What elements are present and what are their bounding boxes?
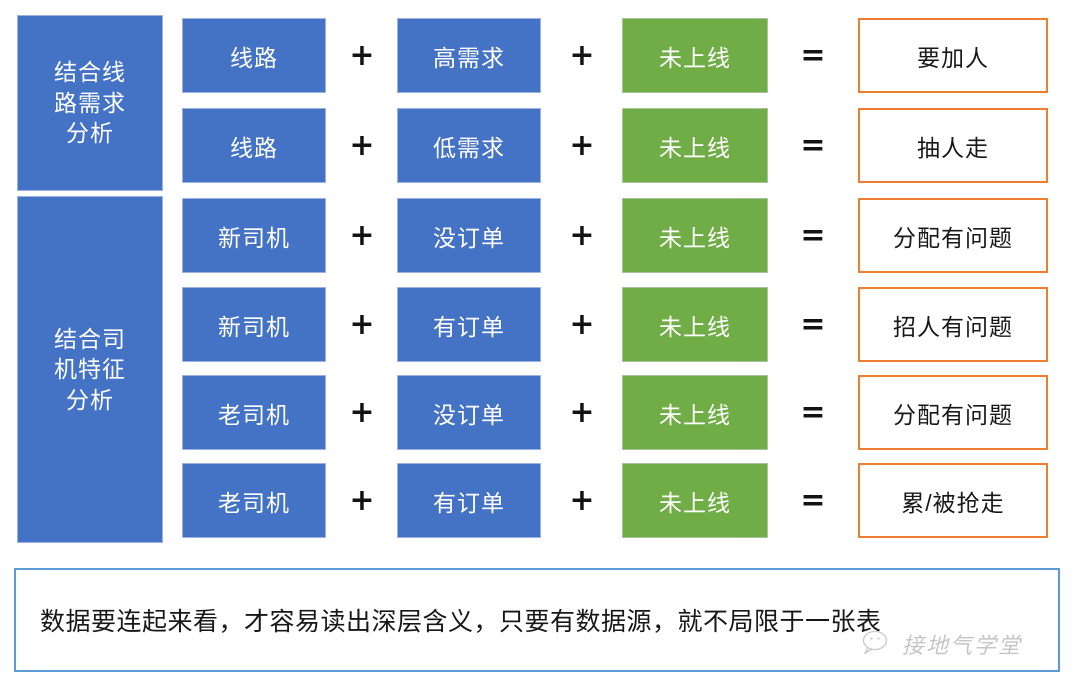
condition-a-box: 新司机 — [182, 198, 326, 273]
condition-c-box: 未上线 — [622, 108, 768, 183]
condition-a-box: 老司机 — [182, 375, 326, 450]
result-box: 招人有问题 — [858, 287, 1048, 362]
condition-b-box: 低需求 — [397, 108, 541, 183]
plus-operator: + — [349, 218, 375, 253]
group-label-driver-feature: 结合司 机特征 分析 — [17, 196, 163, 543]
group-label-route-demand: 结合线 路需求 分析 — [17, 15, 163, 191]
result-box: 要加人 — [858, 18, 1048, 93]
plus-operator: + — [569, 395, 595, 430]
result-box: 抽人走 — [858, 108, 1048, 183]
equals-operator: = — [800, 38, 826, 73]
condition-a-box: 线路 — [182, 18, 326, 93]
condition-c-box: 未上线 — [622, 375, 768, 450]
equals-operator: = — [800, 218, 826, 253]
plus-operator: + — [569, 38, 595, 73]
condition-b-box: 没订单 — [397, 198, 541, 273]
formula-row: 线路 + 高需求 + 未上线 = 要加人 — [0, 18, 1075, 93]
plus-operator: + — [569, 307, 595, 342]
plus-operator: + — [349, 128, 375, 163]
formula-row: 新司机 + 有订单 + 未上线 = 招人有问题 — [0, 287, 1075, 362]
condition-a-box: 新司机 — [182, 287, 326, 362]
result-box: 累/被抢走 — [858, 463, 1048, 538]
plus-operator: + — [349, 395, 375, 430]
condition-c-box: 未上线 — [622, 18, 768, 93]
equals-operator: = — [800, 307, 826, 342]
condition-b-box: 没订单 — [397, 375, 541, 450]
equals-operator: = — [800, 128, 826, 163]
result-box: 分配有问题 — [858, 375, 1048, 450]
equals-operator: = — [800, 395, 826, 430]
plus-operator: + — [569, 483, 595, 518]
plus-operator: + — [569, 128, 595, 163]
condition-c-box: 未上线 — [622, 287, 768, 362]
plus-operator: + — [349, 483, 375, 518]
plus-operator: + — [349, 38, 375, 73]
result-box: 分配有问题 — [858, 198, 1048, 273]
summary-note-text: 数据要连起来看，才容易读出深层含义，只要有数据源，就不局限于一张表 — [40, 608, 882, 636]
condition-a-box: 线路 — [182, 108, 326, 183]
condition-b-box: 有订单 — [397, 287, 541, 362]
summary-note-banner: 数据要连起来看，才容易读出深层含义，只要有数据源，就不局限于一张表 — [14, 568, 1060, 672]
formula-row: 线路 + 低需求 + 未上线 = 抽人走 — [0, 108, 1075, 183]
condition-b-box: 有订单 — [397, 463, 541, 538]
condition-c-box: 未上线 — [622, 198, 768, 273]
formula-row: 老司机 + 没订单 + 未上线 = 分配有问题 — [0, 375, 1075, 450]
condition-a-box: 老司机 — [182, 463, 326, 538]
formula-row: 新司机 + 没订单 + 未上线 = 分配有问题 — [0, 198, 1075, 273]
plus-operator: + — [569, 218, 595, 253]
formula-row: 老司机 + 有订单 + 未上线 = 累/被抢走 — [0, 463, 1075, 538]
equals-operator: = — [800, 483, 826, 518]
plus-operator: + — [349, 307, 375, 342]
condition-b-box: 高需求 — [397, 18, 541, 93]
condition-c-box: 未上线 — [622, 463, 768, 538]
